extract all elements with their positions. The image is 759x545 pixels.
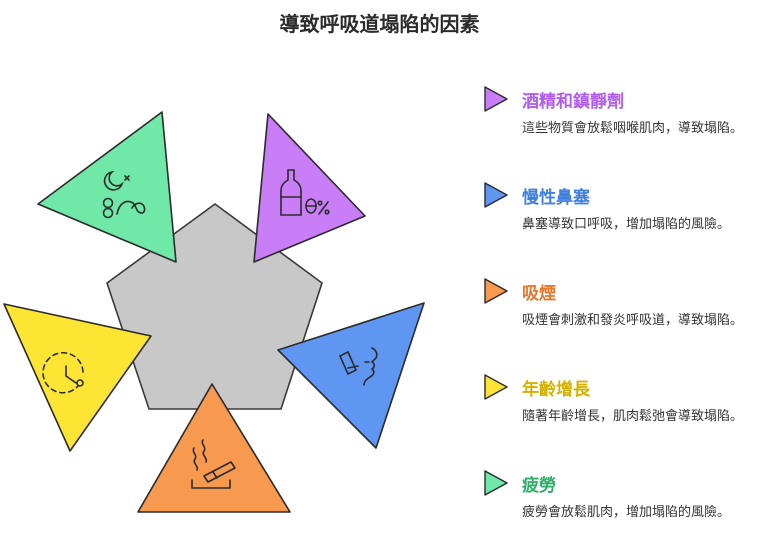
- legend-title-fatigue: 疲勞: [522, 475, 556, 496]
- alcohol-bottle-icon: [280, 169, 330, 216]
- legend-title-alcohol: 酒精和鎮靜劑: [522, 91, 624, 112]
- orange-triangle-marker: [484, 278, 508, 304]
- clock-aging-icon: [42, 351, 84, 394]
- tired-sleep-icon: [102, 170, 146, 219]
- triangle-fatigue: [37, 111, 177, 263]
- legend-desc-aging: 隨著年齡增長，肌肉鬆弛會導致塌陷。: [522, 409, 744, 424]
- legend-title-smoking: 吸煙: [522, 283, 556, 304]
- inhaler-face-icon: [338, 347, 378, 386]
- triangle-nasal: [277, 302, 425, 449]
- legend-title-aging: 年齡增長: [522, 379, 590, 400]
- factors-diagram: [3, 111, 425, 513]
- blue-triangle-marker: [484, 182, 508, 208]
- legend-item-smoking: 吸煙 吸煙會刺激和發炎呼吸道，導致塌陷。: [482, 276, 752, 329]
- legend-title-nasal: 慢性鼻塞: [522, 187, 590, 208]
- triangle-smoking: [137, 383, 291, 513]
- yellow-triangle-marker: [484, 374, 508, 400]
- legend-item-aging: 年齡增長 隨著年齡增長，肌肉鬆弛會導致塌陷。: [482, 372, 752, 425]
- legend-desc-alcohol: 這些物質會放鬆咽喉肌肉，導致塌陷。: [522, 121, 744, 136]
- triangle-aging: [3, 303, 152, 452]
- legend-desc-fatigue: 疲勞會放鬆肌肉，增加塌陷的風險。: [522, 505, 731, 520]
- green-triangle-marker: [484, 470, 508, 496]
- purple-triangle-marker: [484, 86, 508, 112]
- legend-desc-smoking: 吸煙會刺激和發炎呼吸道，導致塌陷。: [522, 313, 744, 328]
- diagram-title: 導致呼吸道塌陷的因素: [279, 12, 480, 36]
- cigarette-smoke-icon: [191, 439, 236, 489]
- legend-item-fatigue: 疲勞 疲勞會放鬆肌肉，增加塌陷的風險。: [482, 468, 752, 521]
- legend-item-alcohol: 酒精和鎮靜劑 這些物質會放鬆咽喉肌肉，導致塌陷。: [482, 84, 752, 137]
- triangle-alcohol: [253, 113, 366, 263]
- legend-item-nasal: 慢性鼻塞 鼻塞導致口呼吸，增加塌陷的風險。: [482, 180, 752, 233]
- legend-desc-nasal: 鼻塞導致口呼吸，增加塌陷的風險。: [522, 217, 731, 232]
